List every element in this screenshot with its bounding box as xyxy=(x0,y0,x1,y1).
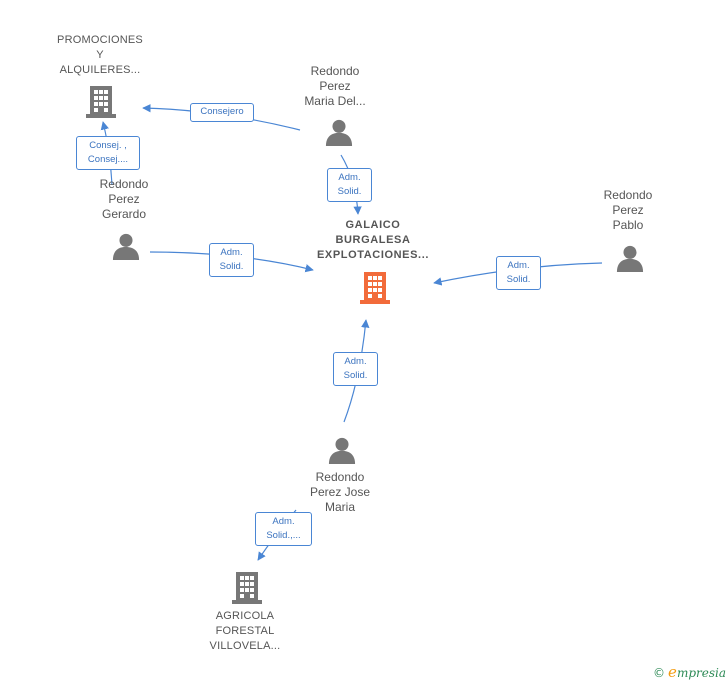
brand-logo-initial: e xyxy=(668,663,677,681)
edge-label-jose-adm: Adm. Solid. xyxy=(333,352,378,386)
node-label-main[interactable]: GALAICO BURGALESA EXPLOTACIONES... xyxy=(316,219,430,261)
copyright-icon: © xyxy=(653,666,666,680)
company-icon-agricola[interactable] xyxy=(232,572,262,604)
node-label-gerardo[interactable]: Redondo Perez Gerardo xyxy=(99,177,149,221)
brand-name: mpresia xyxy=(676,666,726,680)
edge-label-jose-agricola: Adm. Solid.,... xyxy=(255,512,312,546)
node-label-promociones[interactable]: PROMOCIONES Y ALQUILERES... xyxy=(57,34,143,76)
company-icon-promociones[interactable] xyxy=(86,86,116,118)
edge-label-pablo-adm: Adm. Solid. xyxy=(496,256,541,290)
brand-watermark: ©empresia xyxy=(653,663,726,681)
edge-label-consejero: Consejero xyxy=(190,103,254,122)
person-icon-jose-maria[interactable] xyxy=(328,437,356,464)
edge-label-maria-adm: Adm. Solid. xyxy=(327,168,372,202)
node-label-jose-maria[interactable]: Redondo Perez Jose Maria xyxy=(309,470,371,514)
node-label-maria-del[interactable]: Redondo Perez Maria Del... xyxy=(304,64,366,108)
node-label-pablo[interactable]: Redondo Perez Pablo xyxy=(603,188,653,232)
node-label-agricola[interactable]: AGRICOLA FORESTAL VILLOVELA... xyxy=(209,610,281,652)
edge-label-consej: Consej. , Consej.... xyxy=(76,136,140,170)
company-icon-main[interactable] xyxy=(360,272,390,304)
person-icon-pablo[interactable] xyxy=(616,245,644,272)
person-icon-gerardo[interactable] xyxy=(112,233,140,260)
edge-label-gerardo-adm: Adm. Solid. xyxy=(209,243,254,277)
person-icon-maria-del[interactable] xyxy=(325,119,353,146)
